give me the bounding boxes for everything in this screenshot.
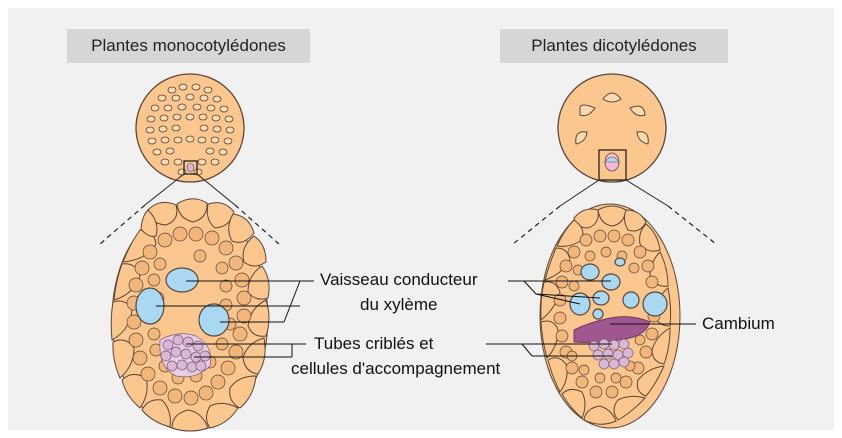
phloem-label-line2: cellules d'accompagnement (291, 358, 500, 380)
xylem-label-line1: Vaisseau conducteur (320, 269, 478, 291)
dicot-vascular-bundle (540, 204, 680, 428)
xylem-label-line2: du xylème (360, 294, 437, 316)
cambium-label: Cambium (702, 313, 775, 335)
phloem-label-line1: Tubes criblés et (314, 333, 433, 355)
monocot-vascular-bundle (111, 199, 269, 431)
